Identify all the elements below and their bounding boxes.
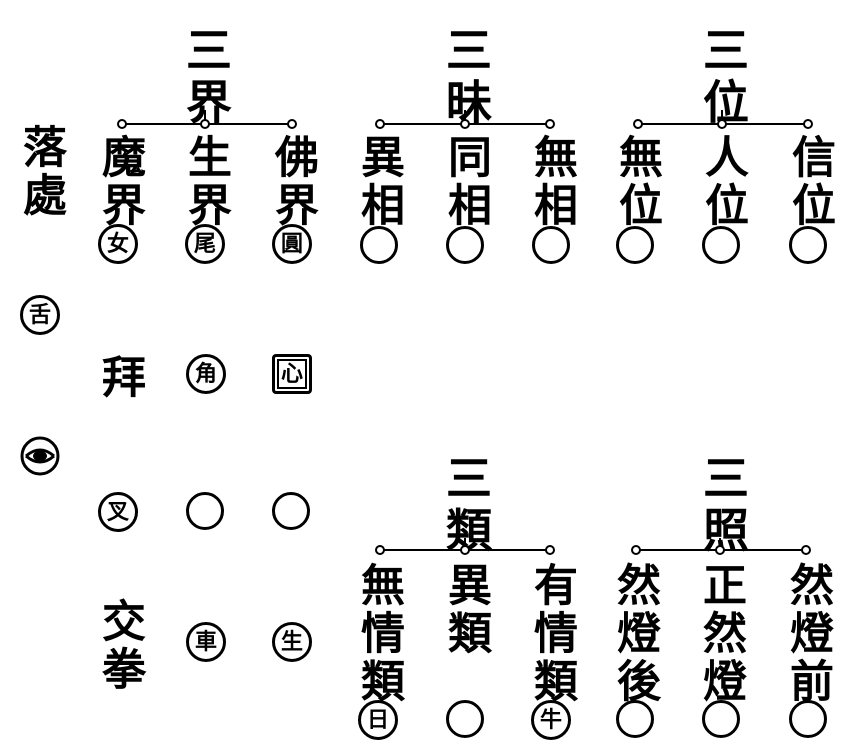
- ring-empty: [446, 226, 484, 264]
- tongue-seal: 舌: [20, 295, 60, 335]
- node-dot: [545, 545, 555, 555]
- node-dot: [545, 119, 555, 129]
- seal-tail: 尾: [185, 224, 225, 264]
- label-falling-place: 落處: [15, 124, 66, 220]
- ring-empty: [616, 226, 654, 264]
- ring-empty: [532, 226, 570, 264]
- seal-horn: 角: [186, 354, 226, 394]
- seal-cross: 叉: [98, 492, 138, 532]
- label-no-form: 無相: [526, 134, 577, 230]
- ring-empty: [186, 492, 224, 530]
- label-bow: 拜: [94, 354, 145, 402]
- node-dot: [200, 119, 210, 129]
- ring-empty: [360, 226, 398, 264]
- eye-icon: [18, 436, 62, 476]
- label-living-realm: 生界: [180, 134, 231, 230]
- node-dot: [803, 119, 813, 129]
- node-dot: [375, 119, 385, 129]
- ring-empty: [616, 700, 654, 738]
- node-dot: [117, 119, 127, 129]
- ring-empty: [272, 492, 310, 530]
- title-three-positions: 三位: [696, 26, 750, 130]
- title-three-kinds: 三類: [439, 454, 493, 558]
- node-dot: [460, 119, 470, 129]
- label-true-dipankara: 正然燈: [695, 562, 746, 706]
- label-different-kind: 異類: [440, 562, 491, 658]
- seal-cart: 車: [186, 622, 226, 662]
- label-different-form: 異相: [353, 134, 404, 230]
- node-dot: [631, 545, 641, 555]
- node-dot: [717, 119, 727, 129]
- label-buddha-realm: 佛界: [267, 134, 318, 230]
- seal-birth: 生: [272, 622, 312, 662]
- seal-heart: 心: [272, 354, 312, 394]
- node-dot: [801, 545, 811, 555]
- label-after-dipankara: 然燈後: [609, 562, 660, 706]
- node-dot: [460, 545, 470, 555]
- ring-empty: [446, 700, 484, 738]
- node-dot: [633, 119, 643, 129]
- seal-ox: 牛: [531, 700, 571, 740]
- label-interlocked-fists: 交拳: [94, 598, 145, 694]
- title-three-realms: 三界: [179, 26, 233, 130]
- label-faith-position: 信位: [784, 134, 835, 230]
- node-dot: [287, 119, 297, 129]
- node-dot: [715, 545, 725, 555]
- seal-circle: 圓: [272, 224, 312, 264]
- label-no-position: 無位: [611, 134, 662, 230]
- seal-female: 女: [98, 224, 138, 264]
- label-same-form: 同相: [440, 134, 491, 230]
- label-before-dipankara: 然燈前: [782, 562, 833, 706]
- title-three-illuminations: 三照: [696, 454, 750, 558]
- label-insentient-kind: 無情類: [353, 562, 404, 706]
- ring-empty: [789, 226, 827, 264]
- ring-empty: [789, 700, 827, 738]
- label-person-position: 人位: [697, 134, 748, 230]
- ring-empty: [702, 226, 740, 264]
- node-dot: [375, 545, 385, 555]
- label-sentient-kind: 有情類: [526, 562, 577, 706]
- seal-sun: 日: [358, 700, 398, 740]
- title-three-samadhi: 三昧: [439, 26, 493, 130]
- ring-empty: [702, 700, 740, 738]
- label-demon-realm: 魔界: [94, 134, 145, 230]
